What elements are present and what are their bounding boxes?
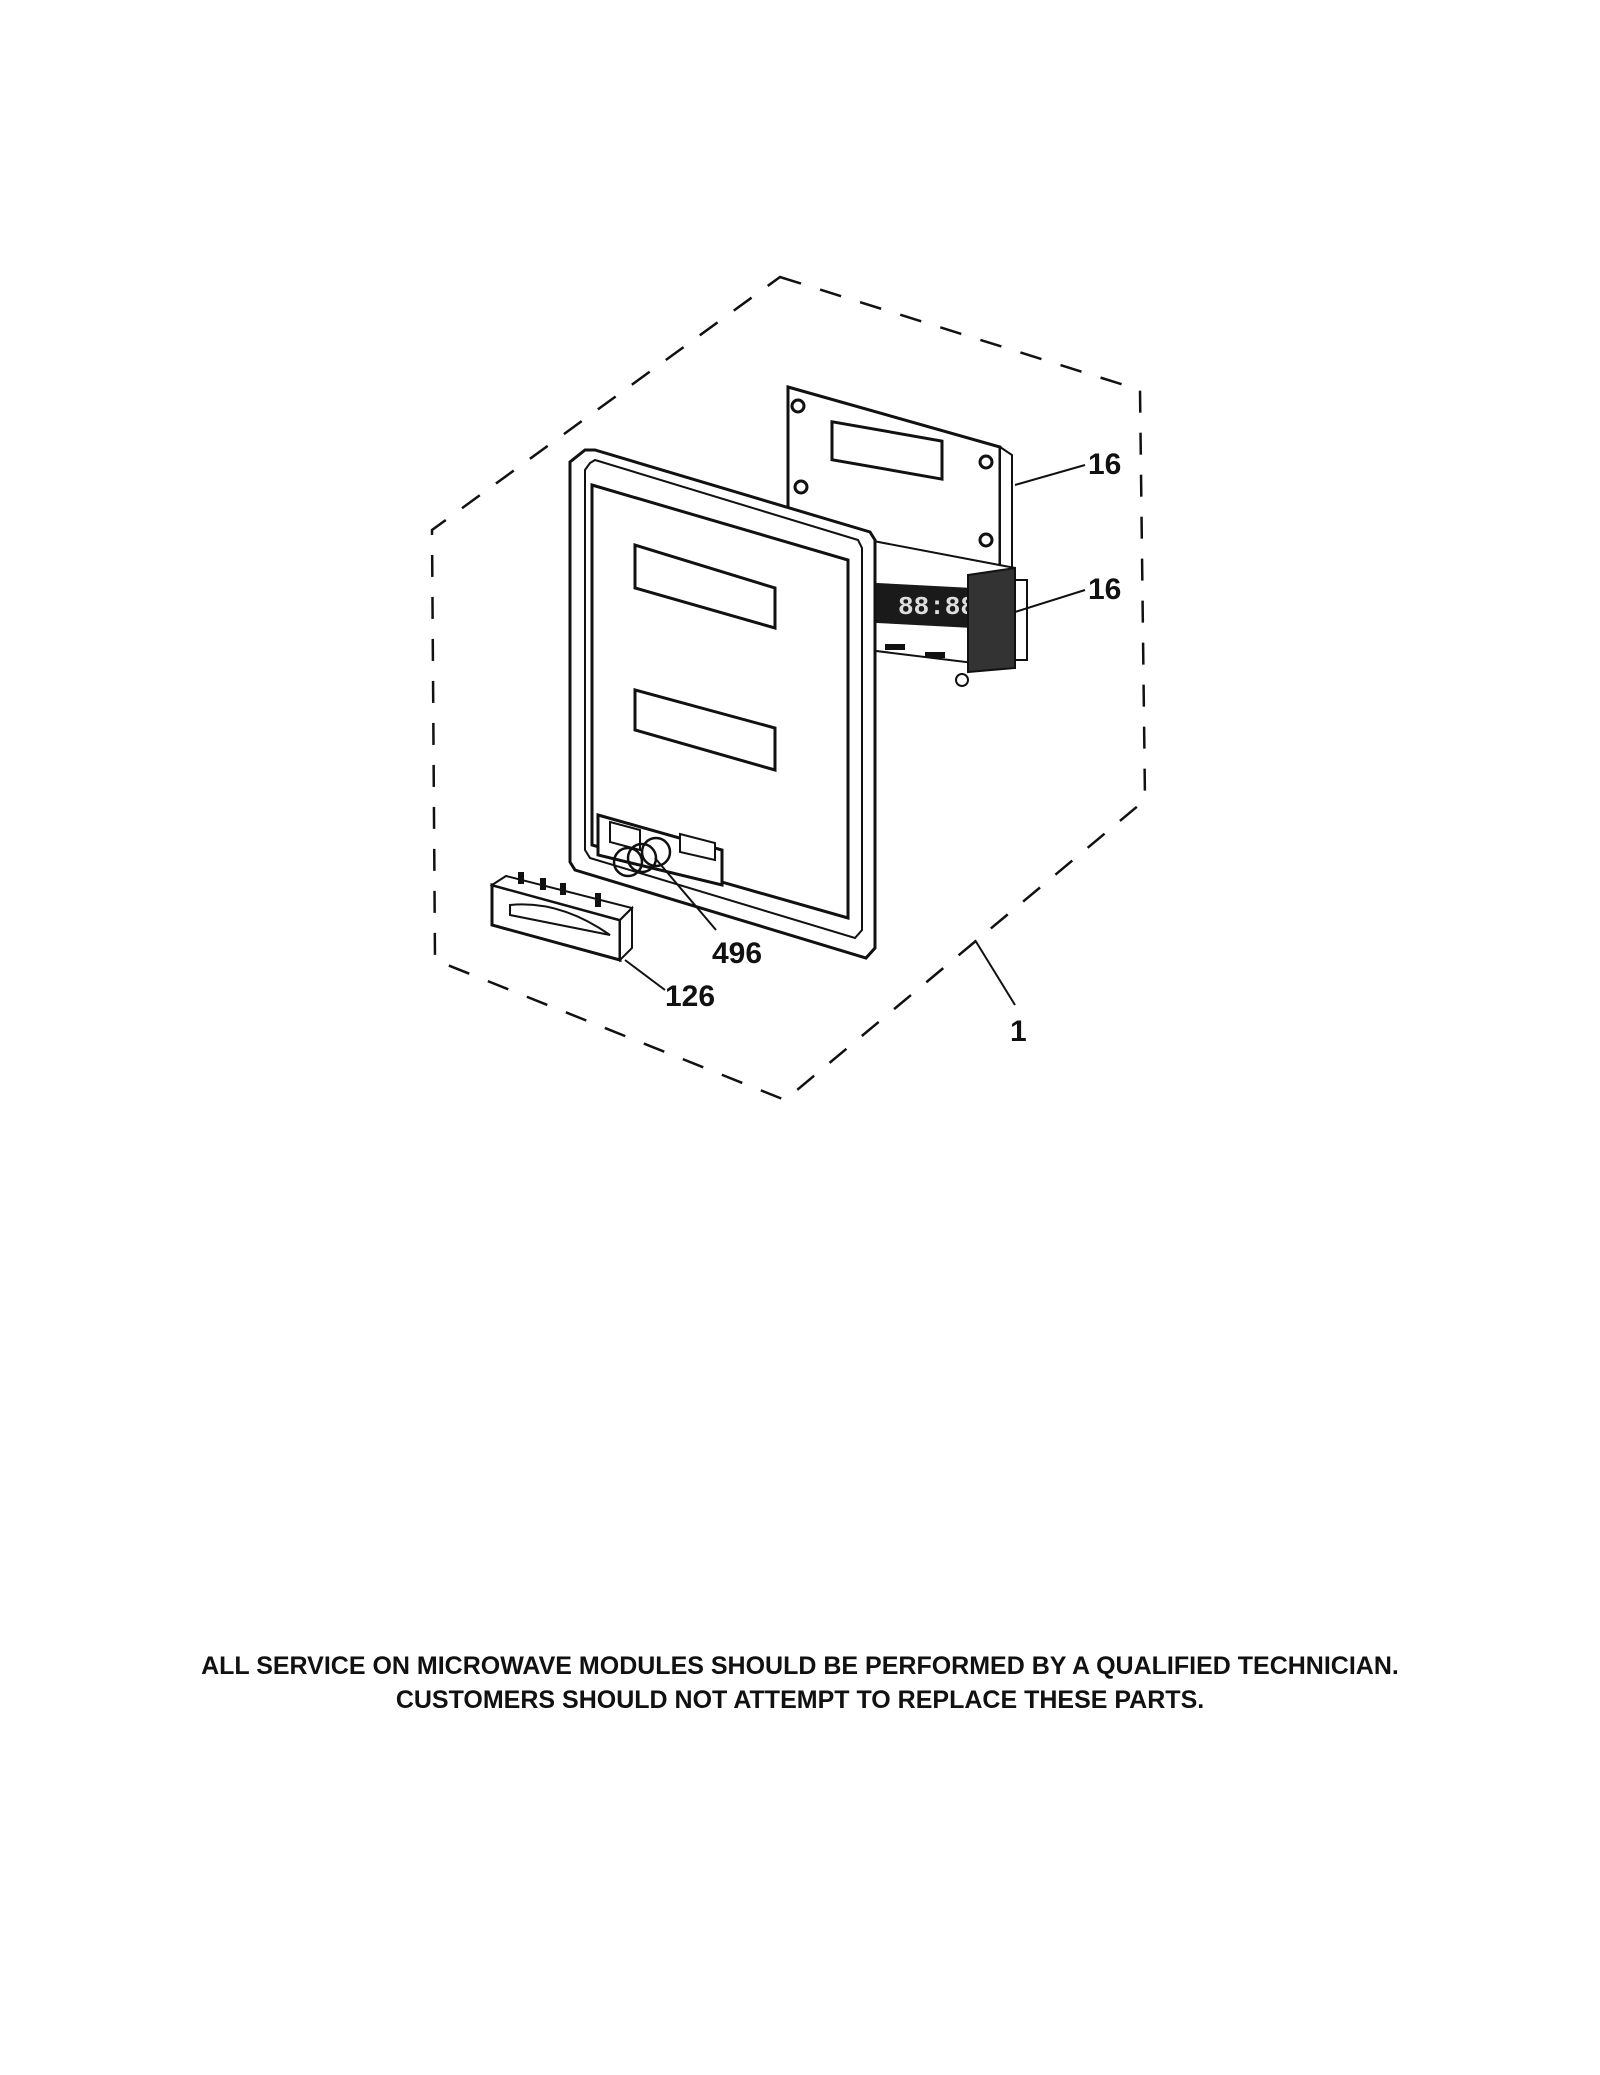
assembly-boundary xyxy=(430,275,1147,1102)
callout-16-upper: 16 xyxy=(1088,448,1121,481)
callout-126: 126 xyxy=(665,980,715,1013)
callout-496: 496 xyxy=(712,937,762,970)
display-digits: 88:88 xyxy=(898,592,976,622)
leader-lines xyxy=(624,464,1086,1006)
display-board: 88:88 xyxy=(867,538,1028,687)
service-notice-line-2: CUSTOMERS SHOULD NOT ATTEMPT TO REPLACE … xyxy=(395,1686,1205,1714)
door-release-button xyxy=(489,872,634,963)
service-notice-line-1: ALL SERVICE ON MICROWAVE MODULES SHOULD … xyxy=(201,1652,1399,1680)
callout-16-lower: 16 xyxy=(1088,573,1121,606)
control-panel-frame xyxy=(568,448,877,960)
callout-1: 1 xyxy=(1010,1015,1027,1048)
